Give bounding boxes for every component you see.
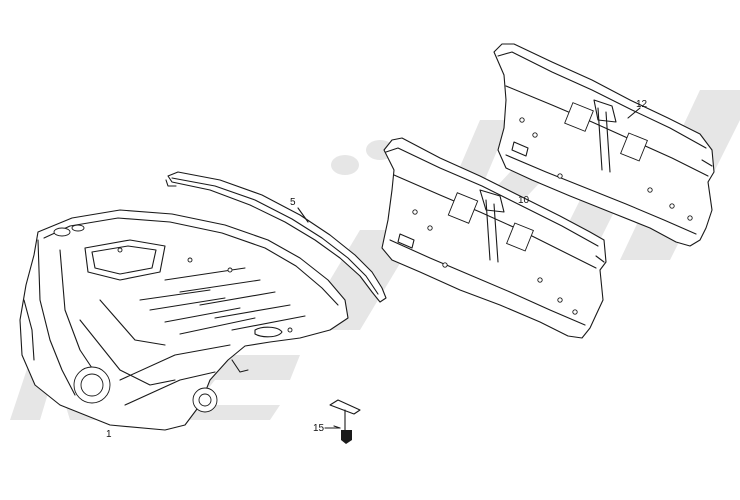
callout-part-5: 5 bbox=[290, 197, 296, 208]
callout-part-12: 12 bbox=[636, 99, 648, 110]
part-1-rear-floor bbox=[19, 209, 349, 431]
part-10-bulkhead-front bbox=[381, 137, 607, 339]
part-15-bracket bbox=[329, 399, 361, 444]
part-12-bulkhead-rear bbox=[493, 43, 715, 247]
part-5-parcel-strip bbox=[165, 171, 387, 303]
leader-lines bbox=[297, 107, 641, 429]
callout-part-1: 1 bbox=[106, 429, 112, 440]
callout-part-15: 15 bbox=[313, 423, 325, 434]
callout-part-10: 10 bbox=[518, 195, 530, 206]
